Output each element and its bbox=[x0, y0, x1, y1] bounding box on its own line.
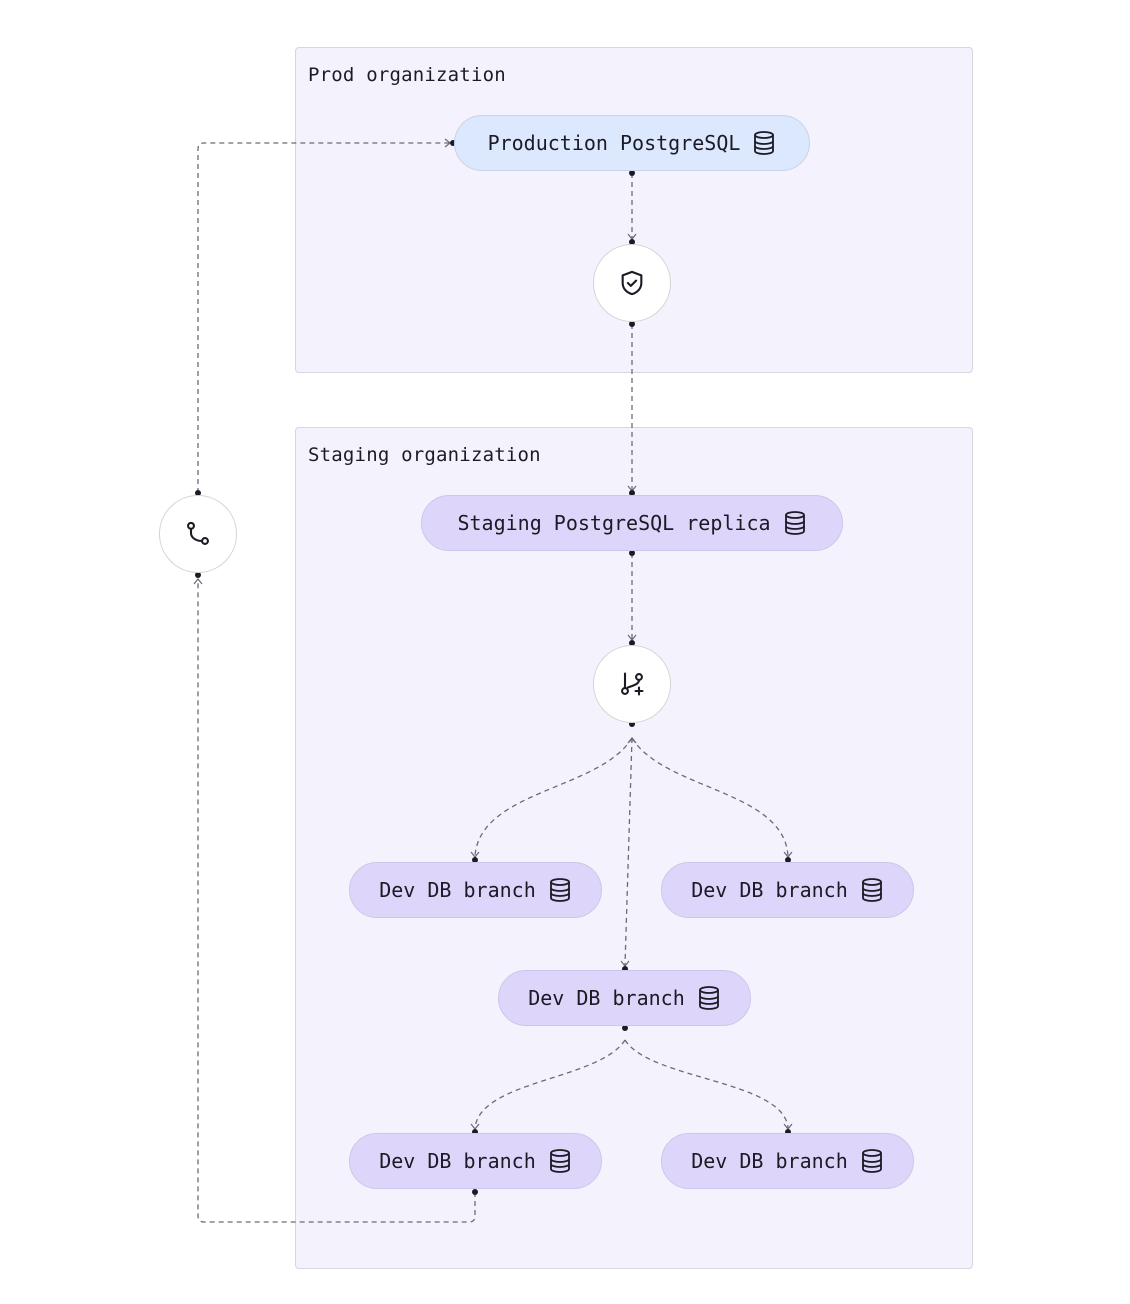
database-icon bbox=[549, 1149, 570, 1173]
git-branch-plus-icon bbox=[621, 672, 644, 696]
shield-check-icon bbox=[621, 270, 643, 296]
production-postgresql-label: Production PostgreSQL bbox=[487, 131, 741, 155]
database-icon bbox=[861, 1149, 882, 1173]
staging-organization-label: Staging organization bbox=[308, 444, 541, 466]
dev-db-branch-label: Dev DB branch bbox=[379, 878, 536, 902]
dev-db-branch-label: Dev DB branch bbox=[528, 986, 685, 1010]
dev-db-branch-node[interactable]: Dev DB branch bbox=[661, 862, 914, 918]
database-icon bbox=[549, 878, 570, 902]
dev-db-branch-label: Dev DB branch bbox=[691, 878, 848, 902]
production-postgresql-node[interactable]: Production PostgreSQL bbox=[454, 115, 810, 171]
database-icon bbox=[754, 131, 775, 155]
staging-postgresql-replica-node[interactable]: Staging PostgreSQL replica bbox=[421, 495, 843, 551]
dev-db-branch-node[interactable]: Dev DB branch bbox=[661, 1133, 914, 1189]
database-icon bbox=[784, 511, 805, 535]
arrowhead bbox=[193, 578, 203, 585]
staging-postgresql-replica-label: Staging PostgreSQL replica bbox=[457, 511, 771, 535]
create-branch-node[interactable] bbox=[593, 645, 671, 723]
prod-organization-group: Prod organization bbox=[295, 47, 973, 373]
git-merge-icon bbox=[187, 521, 209, 545]
database-icon bbox=[698, 986, 719, 1010]
database-icon bbox=[861, 878, 882, 902]
dev-db-branch-node[interactable]: Dev DB branch bbox=[349, 1133, 602, 1189]
dev-db-branch-label: Dev DB branch bbox=[379, 1149, 536, 1173]
dev-db-branch-node[interactable]: Dev DB branch bbox=[349, 862, 602, 918]
prod-organization-label: Prod organization bbox=[308, 64, 506, 86]
merge-node[interactable] bbox=[159, 495, 237, 573]
dev-db-branch-label: Dev DB branch bbox=[691, 1149, 848, 1173]
dev-db-branch-node[interactable]: Dev DB branch bbox=[498, 970, 751, 1026]
access-control-node[interactable] bbox=[593, 244, 671, 322]
